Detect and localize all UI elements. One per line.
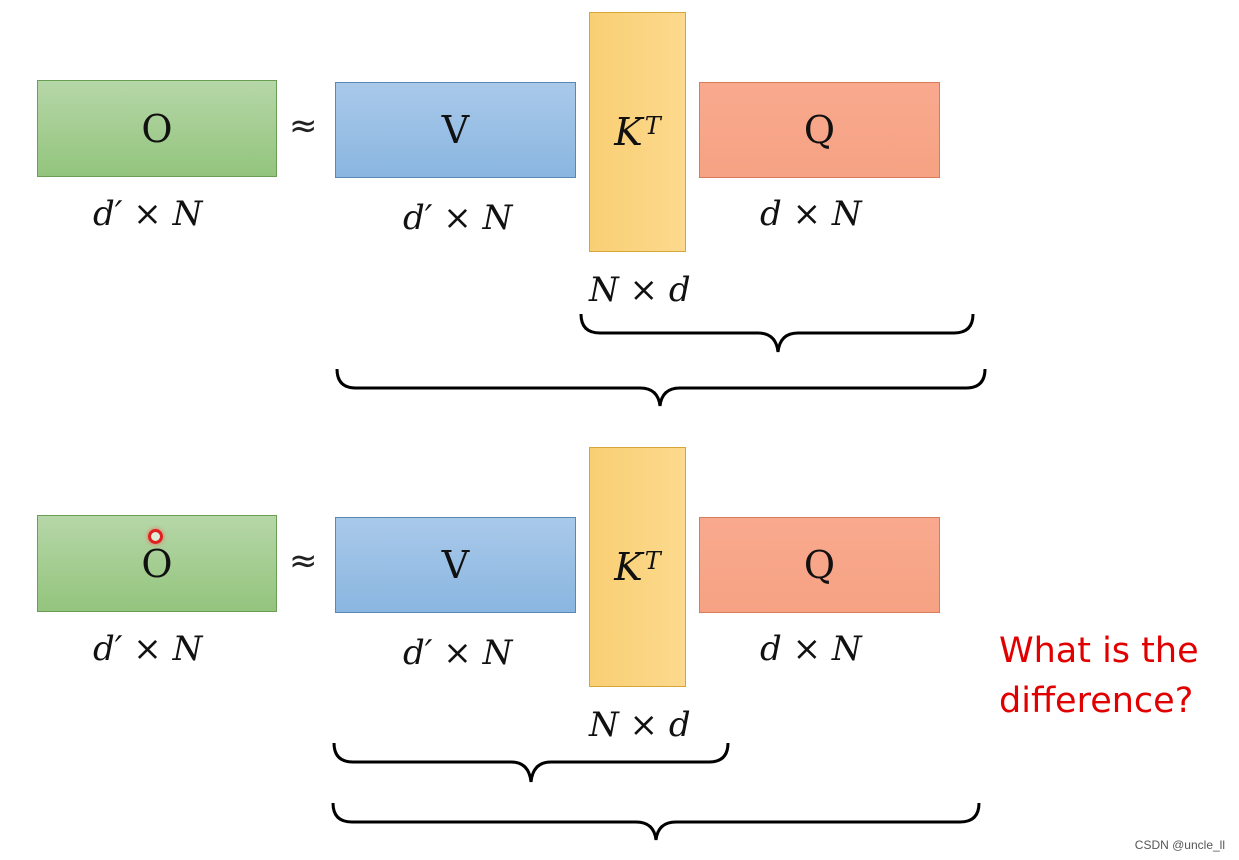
watermark: CSDN @uncle_ll xyxy=(1134,838,1225,852)
top-outer-brace-path xyxy=(335,368,987,407)
bottom-inner-brace-path xyxy=(332,742,730,783)
top-matrix-o: O xyxy=(37,80,277,177)
top-matrix-q-label: Q xyxy=(803,108,836,152)
top-matrix-k-superscript: T xyxy=(644,112,661,140)
bottom-matrix-q-label: Q xyxy=(803,543,836,587)
pointer-dot-icon xyxy=(148,529,163,544)
bottom-approx-symbol: ≈ xyxy=(289,541,318,581)
bottom-matrix-v: V xyxy=(335,517,576,613)
bottom-o-dimension: d′ × N xyxy=(93,629,203,669)
bottom-matrix-k-superscript: T xyxy=(644,547,661,575)
top-inner-brace-path xyxy=(579,313,975,353)
bottom-k-dimension: N × d xyxy=(589,705,691,745)
top-o-dimension: d′ × N xyxy=(93,194,203,234)
difference-question: What is the difference? xyxy=(999,626,1199,726)
bottom-matrix-o-label: O xyxy=(141,541,173,586)
top-matrix-v-label: V xyxy=(441,108,470,152)
top-matrix-q: Q xyxy=(699,82,940,178)
bottom-q-dimension: d × N xyxy=(760,629,862,669)
bottom-outer-brace-path xyxy=(331,802,981,841)
top-matrix-o-label: O xyxy=(141,106,173,151)
question-line-2: difference? xyxy=(999,681,1194,721)
top-v-dimension: d′ × N xyxy=(403,198,513,238)
top-q-dimension: d × N xyxy=(760,194,862,234)
bottom-v-dimension: d′ × N xyxy=(403,633,513,673)
top-k-dimension: N × d xyxy=(589,270,691,310)
top-matrix-k-label: K xyxy=(614,110,643,154)
top-approx-symbol: ≈ xyxy=(289,106,318,146)
bottom-matrix-k-label: K xyxy=(614,545,643,589)
bottom-matrix-q: Q xyxy=(699,517,940,613)
question-line-1: What is the xyxy=(999,631,1199,671)
bottom-matrix-v-label: V xyxy=(441,543,470,587)
top-matrix-v: V xyxy=(335,82,576,178)
